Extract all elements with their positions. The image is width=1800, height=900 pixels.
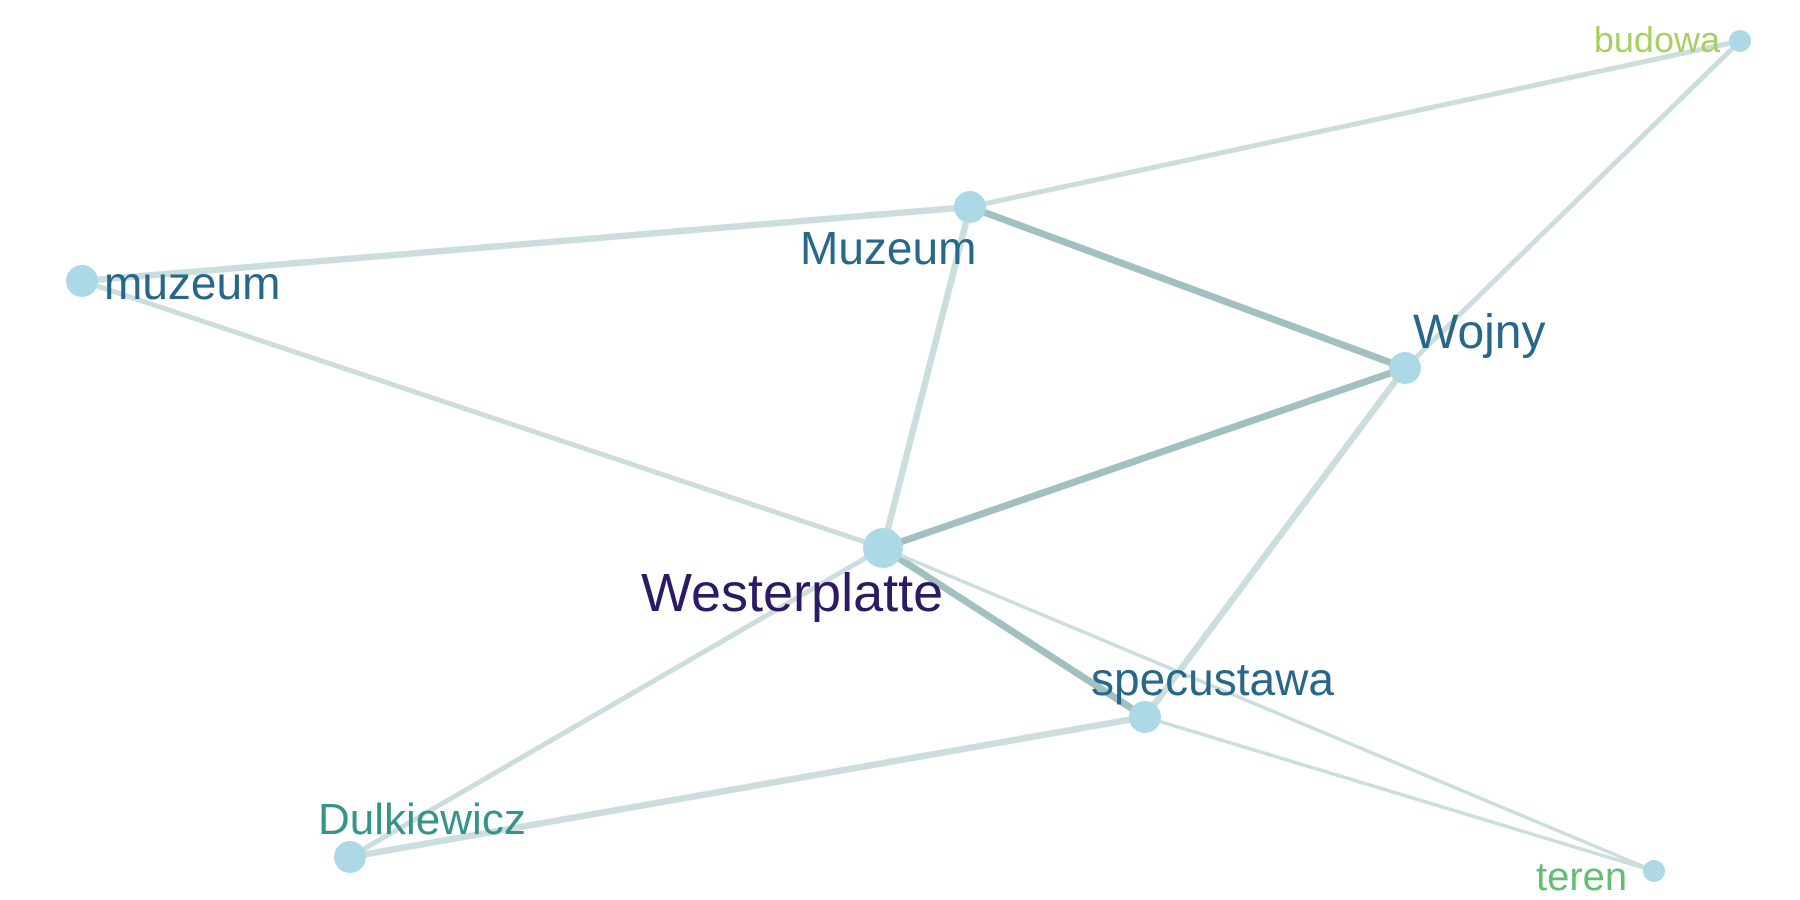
node-wojny <box>1389 352 1421 384</box>
edge-westerplatte-dulkiewicz <box>347 545 886 860</box>
node-specustawa <box>1129 701 1161 733</box>
edge-specustawa-teren <box>1143 715 1656 873</box>
edge-muzeum-budowa <box>967 38 1743 210</box>
edge-specustawa-dulkiewicz <box>346 713 1149 861</box>
node-label-muzeum: muzeum <box>104 257 280 309</box>
node-label-budowa: budowa <box>1594 19 1721 60</box>
edge-muzeum-muzeum <box>78 203 974 285</box>
node-teren <box>1643 860 1665 882</box>
node-westerplatte <box>863 528 903 568</box>
edge-muzeum-westerplatte <box>79 278 886 551</box>
edge-westerplatte-wojny <box>879 364 1409 552</box>
node-muzeum <box>66 265 98 297</box>
nodes-layer <box>66 30 1751 882</box>
edge-budowa-wojny <box>1402 38 1743 371</box>
edges-layer <box>78 38 1743 873</box>
edge-wojny-specustawa <box>1141 364 1409 721</box>
node-dulkiewicz <box>334 841 366 873</box>
node-label-westerplatte: Westerplatte <box>641 563 943 623</box>
edge-muzeum-westerplatte <box>879 203 974 552</box>
edge-westerplatte-teren <box>881 546 1656 873</box>
node-label-muzeum: Muzeum <box>800 222 976 274</box>
node-label-specustawa: specustawa <box>1091 653 1334 705</box>
node-muzeum <box>954 191 986 223</box>
node-label-teren: teren <box>1536 855 1627 899</box>
edge-westerplatte-specustawa <box>879 544 1149 721</box>
edge-muzeum-wojny <box>966 203 1409 372</box>
node-label-wojny: Wojny <box>1413 306 1546 359</box>
node-label-dulkiewicz: Dulkiewicz <box>318 795 526 844</box>
node-budowa <box>1729 30 1751 52</box>
